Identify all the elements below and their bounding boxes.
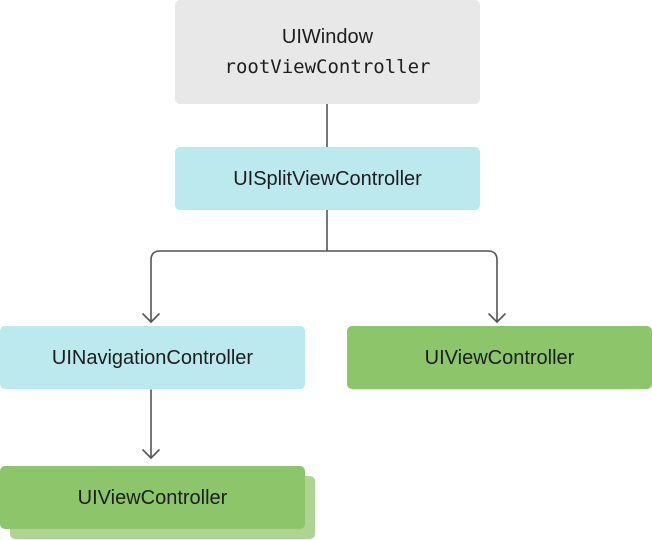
arrow-down-icon: [142, 313, 160, 323]
split-to-children-connector: [150, 209, 498, 323]
split-view-controller-label: UISplitViewController: [233, 167, 422, 190]
uiwindow-box: UIWindow rootViewController: [175, 0, 480, 104]
root-view-controller-property: rootViewController: [224, 56, 431, 78]
navigation-controller-label: UINavigationController: [51, 346, 254, 369]
navigation-controller-box: UINavigationController: [0, 326, 305, 389]
secondary-view-controller-box: UIViewController: [347, 326, 652, 389]
split-view-controller-box: UISplitViewController: [175, 147, 480, 210]
secondary-view-controller-label: UIViewController: [424, 346, 575, 369]
arrow-down-icon: [142, 449, 160, 459]
uiwindow-title: UIWindow: [281, 26, 374, 48]
primary-view-controller-label: UIViewController: [77, 486, 228, 509]
primary-view-controller-box: UIViewController: [0, 466, 305, 529]
arrow-down-icon: [488, 313, 506, 323]
